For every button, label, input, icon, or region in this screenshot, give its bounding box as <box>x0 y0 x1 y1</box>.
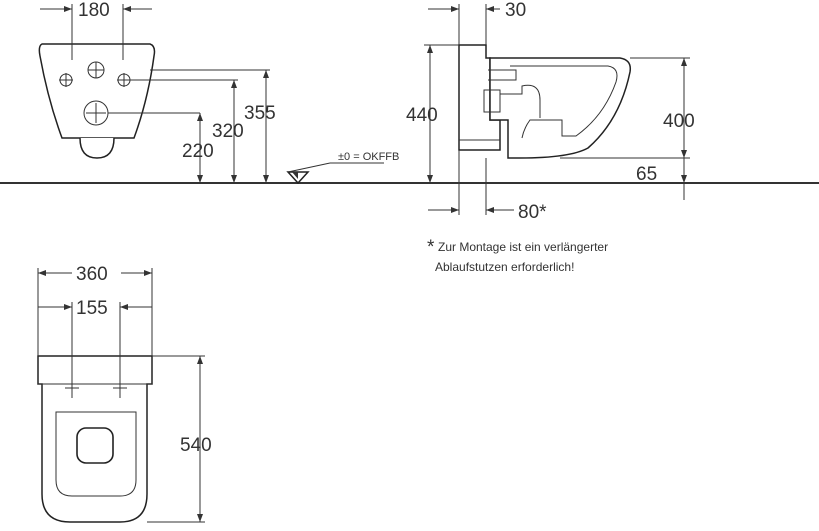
note-asterisk: * <box>427 237 435 258</box>
dim-front-220: 220 <box>182 141 214 162</box>
side-view-bowl-inner <box>510 65 618 139</box>
reference-label: ±0 = OKFFB <box>338 151 399 163</box>
reference-mark: ±0 = OKFFB <box>286 151 399 185</box>
dim-side-total-height: 440 <box>406 105 438 126</box>
plan-view: 360 155 540 <box>37 264 212 523</box>
plan-view-bowl <box>55 411 137 497</box>
front-view-outlet <box>79 137 115 159</box>
dim-plan-hole-spacing: 155 <box>76 298 108 319</box>
dim-side-top-offset: 30 <box>505 0 526 21</box>
note-line-1: Zur Montage ist ein verlängerter <box>438 240 608 254</box>
side-view-trap <box>500 84 541 118</box>
front-view-body <box>38 43 156 139</box>
dim-plan-total-width: 360 <box>76 264 108 285</box>
dim-front-355: 355 <box>244 103 276 124</box>
front-view: 180 220 320 355 <box>38 0 276 183</box>
installation-note: * Zur Montage ist ein verlängerter Ablau… <box>427 237 608 274</box>
dim-side-bowl-height: 400 <box>663 111 695 132</box>
dim-front-320: 320 <box>212 121 244 142</box>
dim-front-top-width: 180 <box>78 0 110 21</box>
dim-side-outlet-distance: 80* <box>518 202 547 223</box>
plan-view-body <box>37 355 153 523</box>
side-view: 30 440 400 65 80* <box>406 0 695 223</box>
side-view-bowl <box>489 57 632 159</box>
note-line-2: Ablaufstutzen erforderlich! <box>435 260 574 274</box>
dim-plan-depth: 540 <box>180 435 212 456</box>
plan-view-drain <box>76 427 114 464</box>
dim-side-bottom-offset: 65 <box>636 164 657 185</box>
